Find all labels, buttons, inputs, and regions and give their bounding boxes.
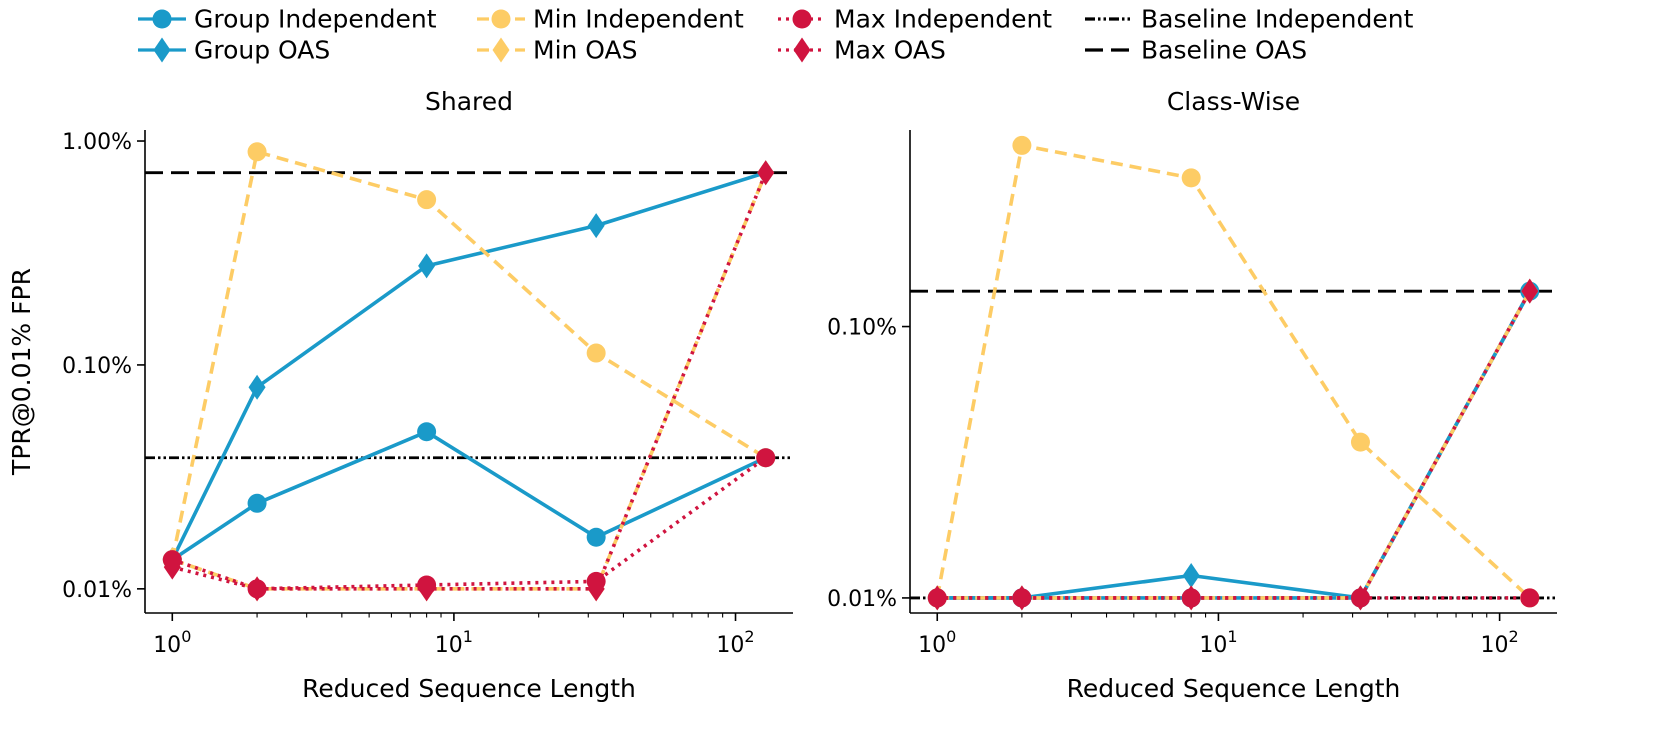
- series-line-group-oas: [937, 290, 1532, 600]
- data-point-min-independent: [586, 343, 606, 363]
- panel-shared: Shared 100 101 102 0.01% 0.10% 1.00% Reduced Se…: [7, 87, 793, 703]
- series-line-min-independent: [935, 143, 1532, 600]
- legend-label-max-oas: Max OAS: [834, 36, 946, 65]
- legend-label-min-independent: Min Independent: [533, 5, 744, 34]
- series-line-max-independent: [171, 456, 767, 591]
- x-tick-label: 100: [153, 627, 191, 658]
- legend-item-max-oas: Max OAS: [778, 36, 946, 65]
- data-point-group-oas: [248, 374, 266, 400]
- panel-title: Shared: [425, 87, 513, 116]
- series-min-independent: [927, 135, 1540, 608]
- x-tick-label: 101: [435, 627, 473, 658]
- legend-item-baseline-independent: Baseline Independent: [1085, 5, 1414, 34]
- data-point-max-oas: [163, 554, 181, 580]
- x-tick-label: 100: [918, 627, 956, 658]
- legend-item-max-independent: Max Independent: [778, 5, 1052, 34]
- data-point-min-independent: [247, 142, 267, 162]
- data-point-max-oas: [1521, 278, 1539, 304]
- data-point-group-independent: [417, 422, 437, 442]
- y-tick-label: 0.10%: [827, 316, 897, 341]
- series-line-group-independent: [937, 290, 1532, 600]
- x-tick-label: 102: [1481, 627, 1519, 658]
- data-point-max-oas: [248, 576, 266, 602]
- panel-title: Class-Wise: [1167, 87, 1300, 116]
- data-point-max-oas: [1182, 585, 1200, 611]
- data-point-max-independent: [756, 448, 776, 468]
- data-point-group-independent: [586, 527, 606, 547]
- data-point-max-oas: [757, 160, 775, 186]
- legend-label-baseline-oas: Baseline OAS: [1141, 36, 1307, 65]
- y-axis-label: TPR@0.01% FPR: [7, 268, 36, 476]
- series-line-max-oas: [937, 290, 1532, 600]
- data-point-max-oas: [928, 585, 946, 611]
- legend-marker-max-independent: [792, 9, 812, 29]
- data-point-min-independent: [1181, 168, 1201, 188]
- data-point-group-independent: [247, 493, 267, 513]
- data-point-group-oas: [418, 253, 436, 279]
- data-point-min-independent: [1350, 432, 1370, 452]
- legend-item-baseline-oas: Baseline OAS: [1085, 36, 1307, 65]
- legend-marker-group-oas: [153, 37, 171, 63]
- series-group-independent: [927, 281, 1540, 608]
- legend-marker-min-oas: [492, 37, 510, 63]
- data-point-min-independent: [1012, 135, 1032, 155]
- legend-item-group-independent: Group Independent: [138, 5, 437, 34]
- legend-item-group-oas: Group OAS: [138, 36, 330, 65]
- series-max-oas: [928, 278, 1539, 611]
- legend-label-group-independent: Group Independent: [194, 5, 437, 34]
- data-point-min-independent: [417, 190, 437, 210]
- panel-class-wise: Class-Wise 100 101 102 0.01% 0.10% Reduced Seq…: [827, 87, 1557, 703]
- data-point-group-oas: [587, 213, 605, 239]
- legend-marker-group-independent: [152, 9, 172, 29]
- legend-marker-min-independent: [491, 9, 511, 29]
- series-line-min-oas: [937, 290, 1532, 600]
- series-group-independent: [162, 422, 776, 570]
- y-tick-label: 1.00%: [62, 130, 132, 155]
- data-point-max-independent: [1520, 588, 1540, 608]
- data-point-max-oas: [1351, 585, 1369, 611]
- data-point-max-oas: [418, 576, 436, 602]
- y-tick-label: 0.01%: [62, 578, 132, 603]
- series-line-min-oas: [171, 172, 768, 591]
- legend-item-min-independent: Min Independent: [477, 5, 744, 34]
- y-tick-label: 0.01%: [827, 587, 897, 612]
- x-axis-label: Reduced Sequence Length: [302, 674, 636, 703]
- series-max-oas: [163, 160, 775, 602]
- legend-marker-max-oas: [793, 37, 811, 63]
- series-min-oas: [928, 278, 1539, 611]
- x-tick-label: 101: [1199, 627, 1237, 658]
- legend-item-min-oas: Min OAS: [477, 36, 638, 65]
- series-line-max-oas: [171, 172, 768, 591]
- data-point-group-oas: [1182, 562, 1200, 588]
- data-point-max-oas: [1013, 585, 1031, 611]
- y-tick-label: 0.10%: [62, 354, 132, 379]
- legend-label-max-independent: Max Independent: [834, 5, 1052, 34]
- data-point-max-oas: [587, 576, 605, 602]
- legend-label-min-oas: Min OAS: [533, 36, 638, 65]
- x-axis-label: Reduced Sequence Length: [1067, 674, 1401, 703]
- x-tick-label: 102: [716, 627, 754, 658]
- series-max-independent: [162, 448, 776, 599]
- legend-label-baseline-independent: Baseline Independent: [1141, 5, 1414, 34]
- legend-label-group-oas: Group OAS: [194, 36, 330, 65]
